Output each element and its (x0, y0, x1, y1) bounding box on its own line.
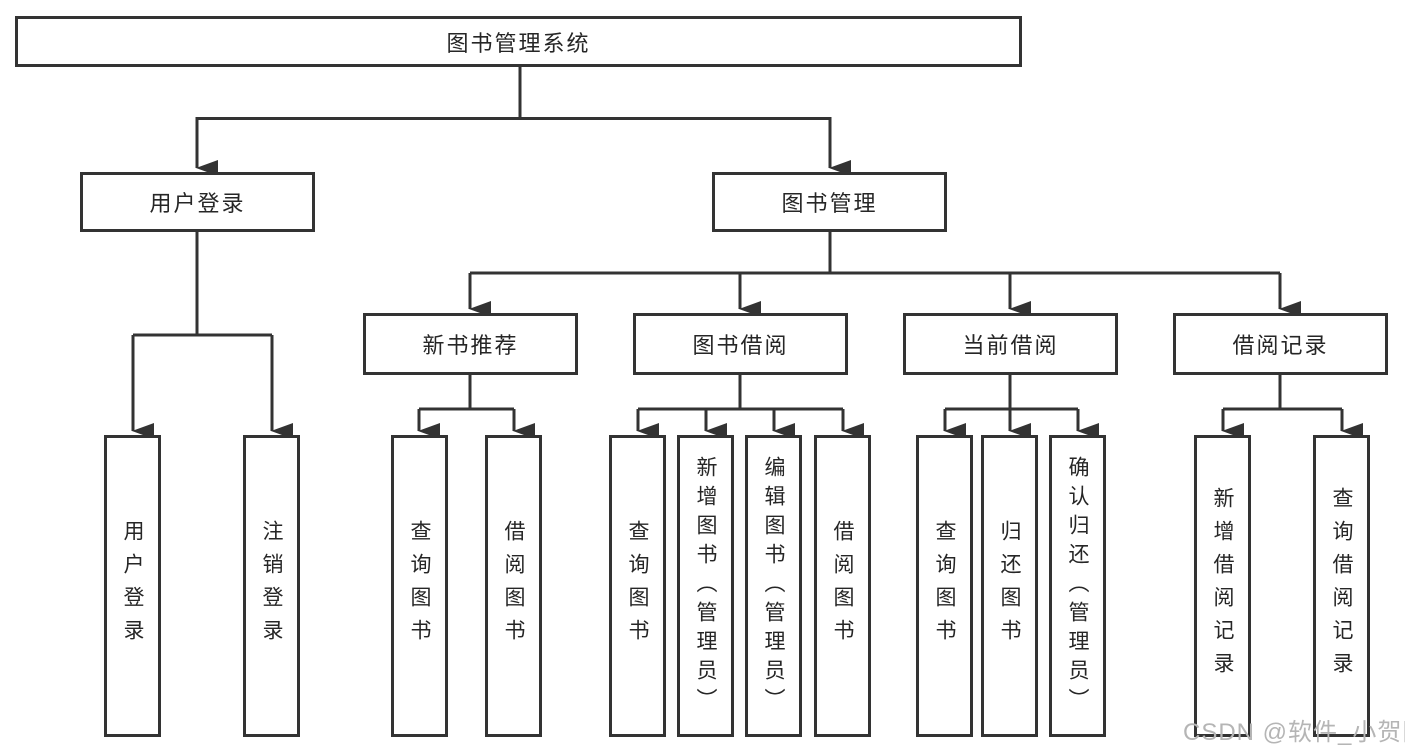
node-user-login-module: 用户登录 (80, 172, 315, 232)
node-book-management-module: 图书管理 (712, 172, 947, 232)
leaf-borrow-book-label: 借阅图书 (831, 520, 854, 652)
leaf-query-borrow-record: 查询借阅记录 (1313, 435, 1370, 737)
leaf-recommend-borrow-book-label: 借阅图书 (502, 520, 525, 652)
node-borrow-records-label: 借阅记录 (1232, 333, 1329, 358)
leaf-current-query-book: 查询图书 (916, 435, 973, 737)
leaf-borrow-book: 借阅图书 (814, 435, 871, 737)
leaf-edit-book-admin: 编辑图书（管理员） (745, 435, 802, 737)
node-user-login-module-label: 用户登录 (149, 191, 246, 216)
node-system-root: 图书管理系统 (15, 16, 1022, 67)
leaf-return-book-label: 归还图书 (998, 520, 1021, 652)
leaf-recommend-query-book-label: 查询图书 (408, 520, 431, 652)
node-new-book-recommend: 新书推荐 (363, 313, 578, 375)
node-book-management-module-label: 图书管理 (781, 191, 878, 216)
leaf-add-book-admin-label: 新增图书（管理员） (694, 455, 717, 717)
leaf-query-borrow-record-label: 查询借阅记录 (1330, 487, 1353, 685)
leaf-return-book: 归还图书 (981, 435, 1038, 737)
node-borrow-records: 借阅记录 (1173, 313, 1388, 375)
node-new-book-recommend-label: 新书推荐 (422, 333, 519, 358)
node-current-borrow: 当前借阅 (903, 313, 1118, 375)
node-book-borrow-label: 图书借阅 (692, 333, 789, 358)
leaf-edit-book-admin-label: 编辑图书（管理员） (762, 455, 785, 717)
leaf-recommend-query-book: 查询图书 (391, 435, 448, 737)
leaf-add-book-admin: 新增图书（管理员） (677, 435, 734, 737)
leaf-confirm-return-admin-label: 确认归还（管理员） (1066, 455, 1089, 717)
node-book-borrow: 图书借阅 (633, 313, 848, 375)
leaf-add-borrow-record-label: 新增借阅记录 (1211, 487, 1234, 685)
leaf-current-query-book-label: 查询图书 (933, 520, 956, 652)
leaf-user-login-label: 用户登录 (121, 520, 144, 652)
node-system-root-label: 图书管理系统 (446, 30, 591, 56)
leaf-borrow-query-book-label: 查询图书 (626, 520, 649, 652)
csdn-watermark: CSDN @软件_小贺同学 (1183, 719, 1405, 746)
node-current-borrow-label: 当前借阅 (962, 333, 1059, 358)
leaf-borrow-query-book: 查询图书 (609, 435, 666, 737)
leaf-recommend-borrow-book: 借阅图书 (485, 435, 542, 737)
leaf-logout: 注销登录 (243, 435, 300, 737)
leaf-logout-label: 注销登录 (260, 520, 283, 652)
leaf-confirm-return-admin: 确认归还（管理员） (1049, 435, 1106, 737)
leaf-add-borrow-record: 新增借阅记录 (1194, 435, 1251, 737)
leaf-user-login: 用户登录 (104, 435, 161, 737)
